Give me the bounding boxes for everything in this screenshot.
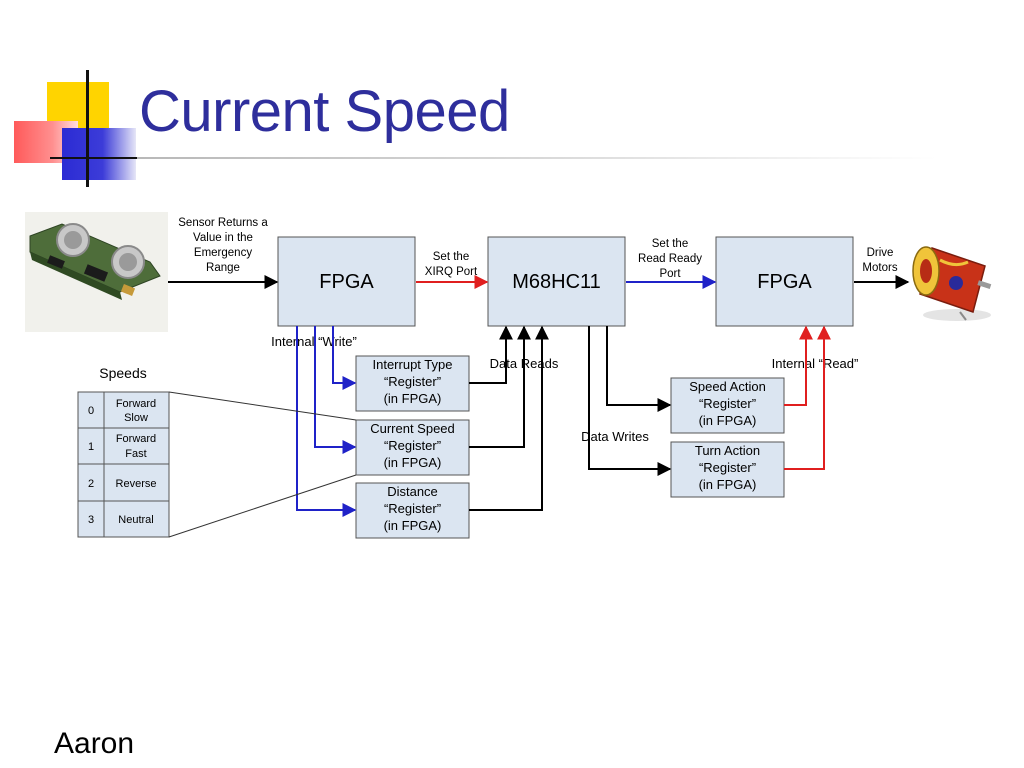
write-distance-arrow bbox=[296, 326, 357, 517]
interrupt-type-register: Interrupt Type “Register” (in FPGA) bbox=[355, 355, 470, 412]
set-read-ready-label: Set the Read Ready Port bbox=[638, 238, 702, 280]
speed-action-line-2: “Register” bbox=[699, 396, 756, 411]
sensor-returns-label: Sensor Returns a Value in the Emergency … bbox=[178, 217, 268, 274]
distance-line-2: “Register” bbox=[384, 501, 441, 516]
data-writes-label: Data Writes bbox=[581, 429, 649, 444]
fpga-input-label: FPGA bbox=[319, 271, 374, 293]
read-ready-label-line-3: Port bbox=[659, 268, 681, 280]
read-distance-arrow bbox=[469, 325, 549, 511]
sensor-label-line-3: Emergency bbox=[194, 247, 252, 259]
speed-3-label: Neutral bbox=[118, 514, 153, 526]
drive-label-line-2: Motors bbox=[862, 262, 897, 274]
write-turn-action-arrow bbox=[588, 326, 672, 476]
table-zoom-line-top bbox=[168, 391, 357, 421]
interrupt-type-line-1: Interrupt Type bbox=[373, 357, 453, 372]
speed-action-register: Speed Action “Register” (in FPGA) bbox=[670, 377, 785, 434]
footer-author: Aaron bbox=[54, 727, 135, 760]
speed-0-label-line-2: Slow bbox=[124, 412, 148, 424]
slide-title: Current Speed bbox=[139, 79, 510, 144]
xirq-label-line-2: XIRQ Port bbox=[425, 266, 478, 278]
interrupt-type-line-3: (in FPGA) bbox=[384, 391, 442, 406]
read-current-speed-arrow bbox=[469, 325, 531, 448]
logo-blue-square bbox=[62, 128, 136, 180]
title-underline bbox=[137, 157, 937, 159]
speed-code-2: 2 bbox=[88, 478, 94, 490]
fpga-output-box bbox=[715, 236, 854, 327]
read-speed-action-arrow bbox=[784, 325, 813, 406]
turn-action-line-3: (in FPGA) bbox=[699, 477, 757, 492]
logo-vertical-line bbox=[86, 70, 89, 187]
drive-label-line-1: Drive bbox=[867, 247, 894, 259]
speed-code-3: 3 bbox=[88, 514, 94, 526]
current-speed-line-2: “Register” bbox=[384, 438, 441, 453]
distance-register: Distance “Register” (in FPGA) bbox=[355, 482, 470, 539]
write-current-speed-arrow bbox=[314, 326, 357, 454]
drive-motors-label: Drive Motors bbox=[862, 247, 897, 274]
m68hc11-box bbox=[487, 236, 626, 327]
motor-image bbox=[912, 246, 992, 321]
interrupt-type-line-2: “Register” bbox=[384, 374, 441, 389]
distance-line-3: (in FPGA) bbox=[384, 518, 442, 533]
internal-read-label: Internal “Read” bbox=[772, 356, 859, 371]
sensor-board-image bbox=[25, 212, 168, 332]
turn-action-line-2: “Register” bbox=[699, 460, 756, 475]
current-speed-line-1: Current Speed bbox=[370, 421, 455, 436]
speed-2-label: Reverse bbox=[116, 478, 157, 490]
read-ready-label-line-2: Read Ready bbox=[638, 253, 702, 265]
speed-code-1: 1 bbox=[88, 441, 94, 453]
speed-code-0: 0 bbox=[88, 405, 94, 417]
turn-action-line-1: Turn Action bbox=[695, 443, 760, 458]
read-ready-label-line-1: Set the bbox=[652, 238, 688, 250]
current-speed-register: Current Speed “Register” (in FPGA) bbox=[355, 419, 470, 476]
read-turn-action-arrow bbox=[784, 325, 831, 470]
current-speed-line-3: (in FPGA) bbox=[384, 455, 442, 470]
write-speed-action-arrow bbox=[606, 326, 672, 412]
speeds-table: 0 Forward Slow 1 Forward Fast 2 Reverse … bbox=[77, 391, 170, 538]
m68hc11-label: M68HC11 bbox=[512, 271, 601, 293]
xirq-label-line-1: Set the bbox=[433, 251, 469, 263]
fpga-output-label: FPGA bbox=[757, 271, 812, 293]
sensor-label-line-4: Range bbox=[206, 262, 240, 274]
speed-action-line-1: Speed Action bbox=[689, 379, 766, 394]
set-xirq-label: Set the XIRQ Port bbox=[425, 251, 478, 278]
speed-1-label-line-2: Fast bbox=[125, 448, 146, 460]
speed-action-line-3: (in FPGA) bbox=[699, 413, 757, 428]
sensor-label-line-2: Value in the bbox=[193, 232, 253, 244]
sensor-label-line-1: Sensor Returns a bbox=[178, 217, 268, 229]
turn-action-register: Turn Action “Register” (in FPGA) bbox=[670, 441, 785, 498]
logo-horizontal-line bbox=[50, 157, 138, 159]
speed-1-label-line-1: Forward bbox=[116, 433, 156, 445]
distance-line-1: Distance bbox=[387, 484, 438, 499]
table-zoom-line-bottom bbox=[168, 474, 357, 538]
speed-0-label-line-1: Forward bbox=[116, 398, 156, 410]
read-interrupt-type-arrow bbox=[469, 325, 513, 384]
fpga-input-box bbox=[277, 236, 416, 327]
speeds-table-title: Speeds bbox=[99, 365, 146, 381]
write-interrupt-type-arrow bbox=[332, 326, 357, 390]
